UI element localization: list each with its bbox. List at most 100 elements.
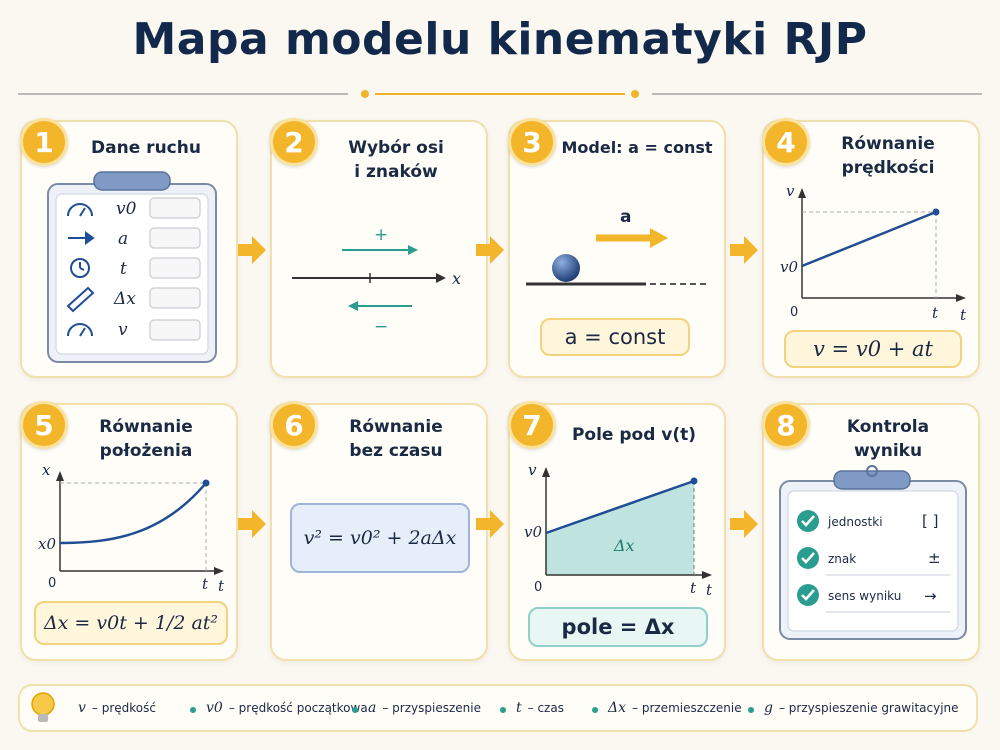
y-axis-label: v bbox=[528, 461, 537, 479]
symbol-v: v bbox=[118, 320, 128, 340]
card-title-line1: Wybór osi bbox=[348, 138, 444, 158]
check-icon bbox=[797, 510, 819, 532]
symbol-dx: Δx bbox=[113, 289, 136, 309]
y-axis-label: v bbox=[786, 182, 795, 200]
legend-text: – prędkość początkowa bbox=[228, 701, 368, 715]
legend-separator-dot bbox=[748, 707, 754, 713]
velocity-line bbox=[801, 210, 937, 268]
legend-symbol: v0 bbox=[206, 700, 223, 716]
card-title-line1: Kontrola bbox=[846, 417, 930, 437]
legend-separator-dot bbox=[190, 707, 196, 713]
divider-dot bbox=[631, 90, 639, 98]
step-badge: 3 bbox=[508, 118, 556, 166]
plus-sign: + bbox=[374, 225, 388, 245]
x-axis-label: t bbox=[960, 306, 967, 324]
check-label-sens: sens wyniku bbox=[828, 589, 901, 603]
check-mark-sense: → bbox=[924, 587, 937, 605]
clipboard-illustration: v0 a t Δx v bbox=[47, 171, 217, 363]
legend-symbol: Δx bbox=[608, 700, 627, 716]
step-badge: 4 bbox=[762, 118, 810, 166]
t-tick-label: t bbox=[202, 575, 209, 593]
flow-arrow-icon bbox=[238, 510, 266, 538]
card-title-block: Wybór osi i znaków bbox=[312, 136, 480, 184]
page-title: Mapa modelu kinematyki RJP bbox=[132, 14, 868, 65]
check-icon bbox=[797, 584, 819, 606]
arrow-right-icon bbox=[68, 231, 95, 245]
y-axis-label: x bbox=[42, 461, 51, 479]
legend-text: – przemieszczenie bbox=[632, 701, 742, 715]
legend-item: v0 – prędkość początkowa bbox=[206, 700, 368, 716]
legend-symbol: g bbox=[764, 700, 773, 716]
card-title-line1: Równanie bbox=[99, 417, 193, 437]
card-model: 3 Model: a = const a a = const bbox=[508, 118, 726, 378]
legend-symbol: t bbox=[516, 700, 522, 716]
v0-label: v0 bbox=[780, 258, 798, 276]
title-divider-right bbox=[652, 93, 982, 95]
symbol-v0: v0 bbox=[116, 199, 137, 219]
card-dane-ruchu: 1 Dane ruchu v0 a bbox=[20, 118, 238, 378]
legend-text: – prędkość bbox=[91, 701, 156, 715]
model-illustration: a bbox=[526, 207, 710, 286]
legend-item: t – czas bbox=[516, 700, 564, 716]
card-title: Pole pod v(t) bbox=[571, 425, 697, 445]
symbol-a: a bbox=[118, 229, 128, 249]
formula-box: v² = v0² + 2aΔx bbox=[290, 503, 470, 573]
flow-arrow-icon bbox=[730, 510, 758, 538]
x-axis-label: t bbox=[706, 581, 713, 599]
origin-label: 0 bbox=[534, 580, 542, 595]
card-title: Dane ruchu bbox=[91, 138, 201, 158]
card-title-line2: i znaków bbox=[354, 162, 438, 182]
card-title-block: Równanie bez czasu bbox=[312, 415, 480, 463]
check-label-znak: znak bbox=[828, 552, 856, 566]
step-badge: 8 bbox=[762, 401, 810, 449]
position-curve bbox=[59, 482, 207, 545]
clock-icon bbox=[70, 258, 90, 278]
card-rownanie-polozenia: 5 Równanie położenia x x0 t t 0 Δx = v0t… bbox=[20, 401, 238, 661]
card-title-block: Równanie położenia bbox=[62, 415, 230, 463]
step-badge: 2 bbox=[270, 118, 318, 166]
legend-item: v – prędkość bbox=[78, 700, 156, 716]
position-graph: x x0 t t 0 bbox=[38, 461, 225, 595]
card-kontrola-wyniku: 8 Kontrola wyniku jednostki znak sens wy… bbox=[762, 401, 980, 661]
symbol-t: t bbox=[120, 259, 127, 279]
legend-item: a– przyspieszenie bbox=[368, 700, 481, 716]
axis-illustration: + x − bbox=[292, 225, 461, 337]
step-badge: 5 bbox=[20, 401, 68, 449]
x0-label: x0 bbox=[38, 535, 56, 553]
check-mark-sign: ± bbox=[928, 549, 941, 567]
t-tick-label: t bbox=[690, 579, 697, 597]
legend-separator-dot bbox=[592, 707, 598, 713]
step-badge: 1 bbox=[20, 118, 68, 166]
formula-box: pole = Δx bbox=[528, 607, 708, 647]
legend-text: – czas bbox=[527, 701, 564, 715]
card-title-block: Równanie prędkości bbox=[804, 132, 972, 180]
legend-bar: v – prędkość v0 – prędkość początkowa a– p… bbox=[18, 684, 978, 732]
speedometer-icon bbox=[67, 323, 93, 337]
speedometer-icon bbox=[67, 203, 93, 217]
flow-arrow-icon bbox=[476, 236, 504, 264]
x-axis-label: t bbox=[218, 577, 225, 595]
card-title: Model: a = const bbox=[561, 138, 713, 157]
formula-box: Δx = v0t + 1/2 at² bbox=[34, 601, 228, 645]
check-label-jednostki: jednostki bbox=[827, 515, 883, 529]
step-badge: 7 bbox=[508, 401, 556, 449]
title-divider-middle bbox=[375, 93, 625, 95]
card-title-line1: Równanie bbox=[349, 417, 443, 437]
card-rownanie-bez-czasu: 6 Równanie bez czasu v² = v0² + 2aΔx bbox=[270, 401, 488, 661]
legend-text: – przyspieszenie bbox=[382, 701, 481, 715]
legend-text: – przyspieszenie grawitacyjne bbox=[778, 701, 959, 715]
check-icon bbox=[797, 547, 819, 569]
checklist-clipboard: jednostki znak sens wyniku [ ] ± → bbox=[779, 465, 967, 640]
t-tick-label: t bbox=[932, 304, 939, 322]
card-rownanie-predkosci: 4 Równanie prędkości v v0 t t 0 v = v0 +… bbox=[762, 118, 980, 378]
area-graph: Δx v v0 t t 0 bbox=[524, 461, 713, 599]
legend-symbol: v bbox=[78, 700, 86, 716]
area-label: Δx bbox=[613, 536, 635, 555]
minus-sign: − bbox=[374, 317, 388, 337]
origin-label: 0 bbox=[790, 305, 798, 320]
velocity-graph: v v0 t t 0 bbox=[780, 182, 967, 324]
flow-arrow-icon bbox=[238, 236, 266, 264]
origin-label: 0 bbox=[48, 576, 56, 591]
check-mark-units: [ ] bbox=[922, 512, 938, 530]
legend-item: Δx – przemieszczenie bbox=[608, 700, 742, 716]
